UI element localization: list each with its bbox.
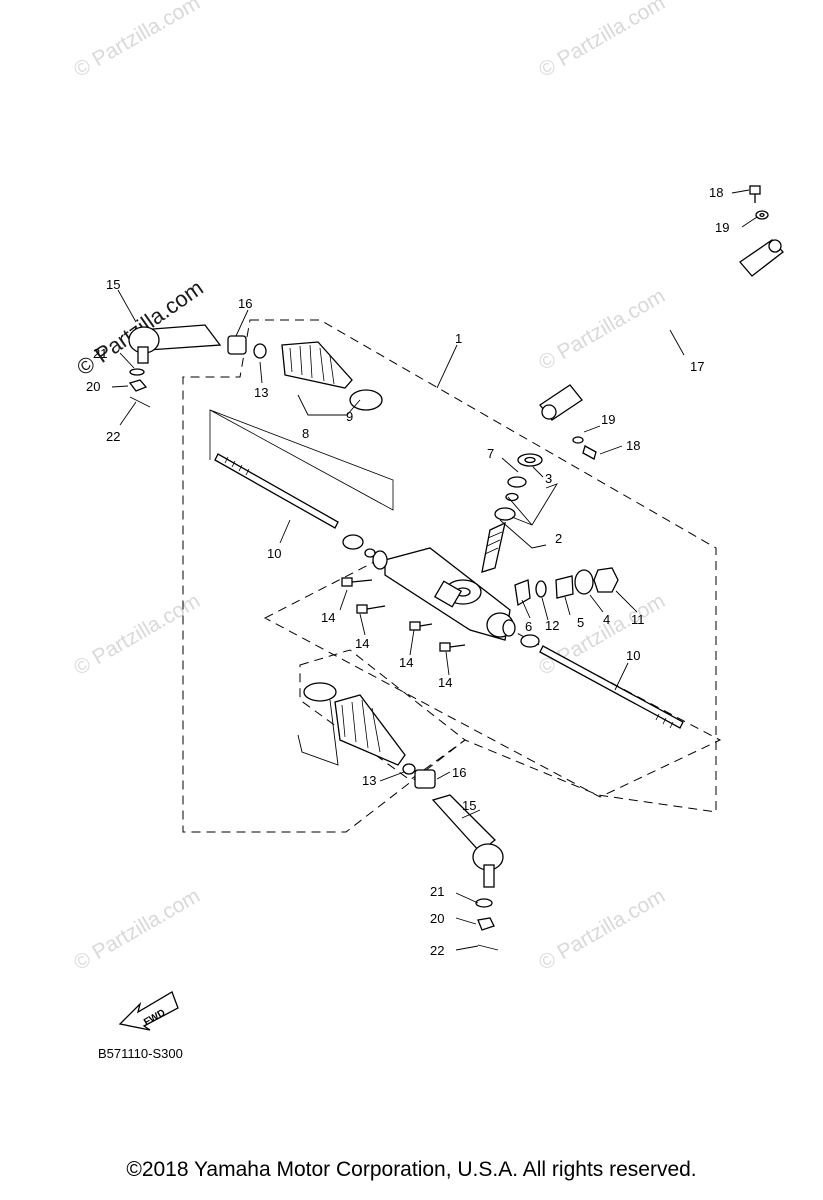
callout-15: 15	[462, 798, 476, 813]
bolt-lower	[572, 436, 597, 460]
callout-17: 17	[690, 359, 704, 374]
adjuster-parts	[514, 567, 619, 607]
pinion-gear	[481, 521, 506, 573]
tie-rod-upper	[214, 453, 376, 558]
boot-lower	[303, 682, 436, 789]
callout-14: 14	[321, 610, 335, 625]
mounting-bolts	[341, 577, 466, 652]
callout-22: 22	[430, 943, 444, 958]
callout-10: 10	[267, 546, 281, 561]
callout-4: 4	[603, 612, 610, 627]
callout-14: 14	[355, 636, 369, 651]
callout-6: 6	[525, 619, 532, 634]
callout-20: 20	[430, 911, 444, 926]
callout-20: 20	[86, 379, 100, 394]
callout-1: 1	[455, 331, 462, 346]
callout-2: 2	[555, 531, 562, 546]
boot-box-bottom	[299, 649, 466, 781]
callout-22: 22	[106, 429, 120, 444]
callout-15: 15	[106, 277, 120, 292]
rack-housing	[372, 547, 516, 641]
callout-19: 19	[715, 220, 729, 235]
callout-18: 18	[709, 185, 723, 200]
figure-code: B571110-S300	[98, 1046, 183, 1061]
callout-21: 21	[430, 884, 444, 899]
boot-upper	[227, 335, 383, 411]
callout-9: 9	[346, 409, 353, 424]
callout-19: 19	[601, 412, 615, 427]
bolt-top	[749, 185, 769, 220]
callout-16: 16	[238, 296, 252, 311]
callout-5: 5	[577, 615, 584, 630]
rod-box-top	[209, 409, 394, 511]
callout-13: 13	[362, 773, 376, 788]
callout-3: 3	[545, 471, 552, 486]
callout-11: 11	[631, 612, 645, 627]
callout-7: 7	[487, 446, 494, 461]
callout-10: 10	[626, 648, 640, 663]
seals	[494, 453, 543, 521]
callout-21: 21	[93, 346, 107, 361]
callout-8: 8	[302, 426, 309, 441]
callout-14: 14	[438, 675, 452, 690]
callout-12: 12	[545, 618, 559, 633]
callout-14: 14	[399, 655, 413, 670]
copyright-footer: ©2018 Yamaha Motor Corporation, U.S.A. A…	[126, 1158, 697, 1181]
callouts: 1 2 3 4 5 6 7 8 9 10 10 11 12 13 13 14 1…	[86, 185, 729, 958]
tie-rod-lower	[520, 634, 684, 729]
tie-rod-end-lower	[431, 794, 504, 951]
leader-lines	[111, 189, 758, 951]
callout-16: 16	[452, 765, 466, 780]
steering-shaft	[539, 239, 784, 421]
callout-13: 13	[254, 385, 268, 400]
callout-18: 18	[626, 438, 640, 453]
tie-rod-end-upper	[128, 324, 222, 408]
fwd-arrow-icon	[118, 991, 179, 1031]
rack-outline	[263, 559, 722, 798]
